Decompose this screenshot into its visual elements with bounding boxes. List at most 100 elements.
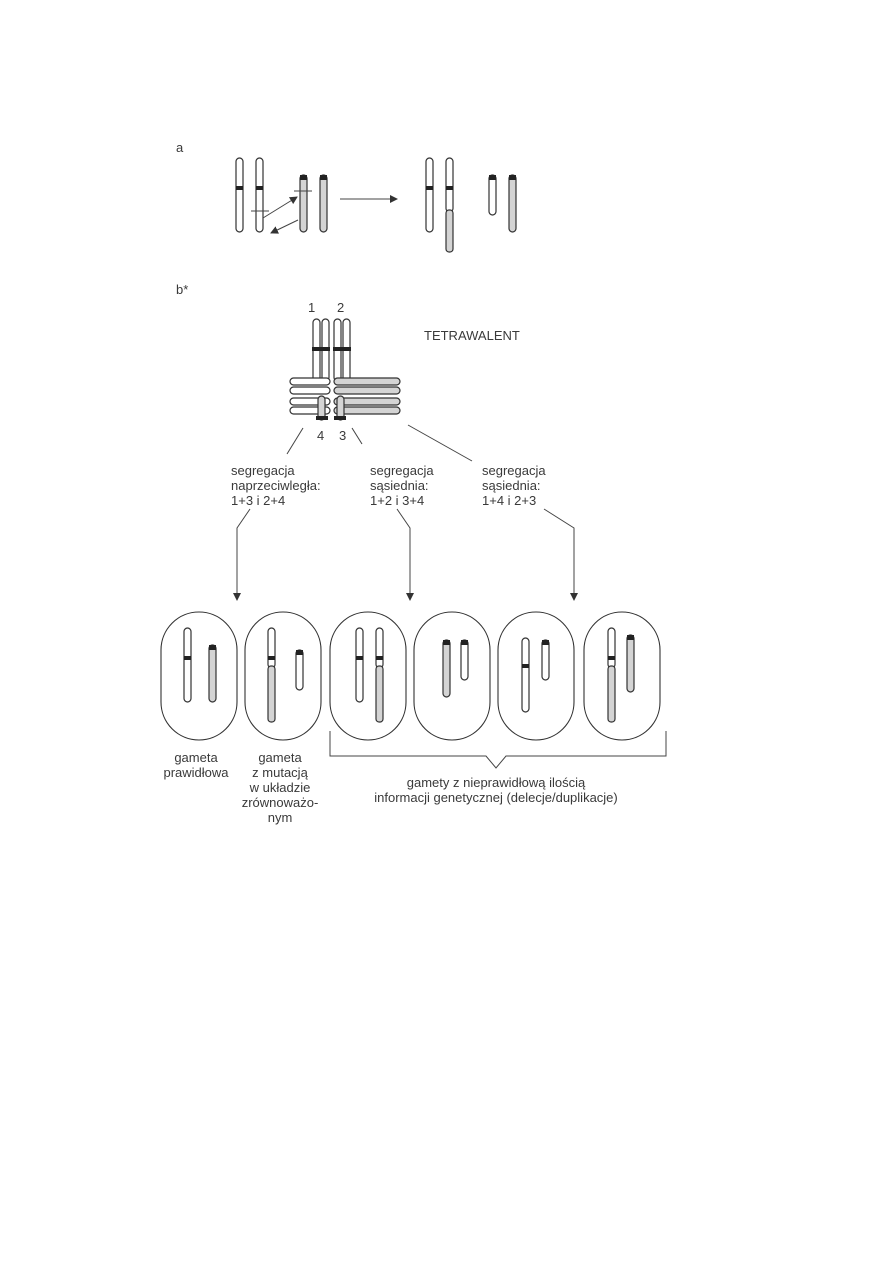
centromere [312, 347, 330, 351]
chromosome [267, 665, 276, 723]
chromosome [607, 665, 616, 723]
segregation-arrow [396, 508, 414, 601]
centromere [320, 175, 327, 180]
gamete-cell [583, 611, 661, 741]
gamete-unbalanced [329, 611, 407, 741]
chromosome [508, 174, 517, 233]
centromere [509, 175, 516, 180]
segregation-label-opposite: segregacja naprzeciwległa: 1+3 i 2+4 [231, 463, 321, 508]
centromere [608, 656, 615, 660]
tetravalent-label: TETRAWALENT [424, 328, 520, 343]
segregation-arrow [233, 508, 251, 601]
segregation-label-adjacent-2: segregacja sąsiednia: 1+4 i 2+3 [482, 463, 546, 508]
label-line: gameta [258, 750, 302, 765]
centromere [296, 650, 303, 655]
segregation-line: 1+2 i 3+4 [370, 493, 424, 508]
chromosome [445, 209, 454, 253]
label-line: nym [268, 810, 293, 825]
chromosome-arm [333, 397, 401, 406]
chromosome-arm [333, 406, 401, 415]
chromosome [488, 174, 497, 216]
centromere [542, 640, 549, 645]
centromere [426, 186, 433, 190]
gamete-normal [160, 611, 238, 741]
label-line: w układzie [249, 780, 311, 795]
centromere [356, 656, 363, 660]
chromosome [355, 627, 364, 703]
label-line: informacji genetycznej (delecje/duplikac… [374, 790, 618, 805]
chromosome [425, 157, 434, 233]
gamete-cell [160, 611, 238, 741]
chromosome-number: 3 [339, 428, 346, 443]
bracket [329, 731, 667, 769]
chromosome-number: 1 [308, 300, 315, 315]
chromosome-arm [333, 377, 401, 386]
gamete-unbalanced [413, 611, 491, 741]
centromere [333, 347, 351, 351]
segregation-arrow [543, 508, 578, 601]
chromosome-arm [289, 386, 331, 395]
centromere [627, 635, 634, 640]
gamete-cell [413, 611, 491, 741]
centromere [300, 175, 307, 180]
segregation-line: 1+4 i 2+3 [482, 493, 536, 508]
label-unbalanced-gametes: gamety z nieprawidłową ilością informacj… [374, 775, 618, 805]
label-balanced-gamete: gameta z mutacją w układzie zrównoważo- … [242, 750, 319, 825]
gamete-unbalanced [497, 611, 575, 741]
chromosome [208, 644, 217, 703]
label-line: z mutacją [252, 765, 308, 780]
segregation-line: segregacja [482, 463, 546, 478]
label-line: prawidłowa [163, 765, 229, 780]
label-line: gameta [174, 750, 218, 765]
segregation-line: segregacja [370, 463, 434, 478]
centromere [376, 656, 383, 660]
panel-a-label: a [176, 140, 184, 155]
segregation-label-adjacent-1: segregacja sąsiednia: 1+2 i 3+4 [370, 463, 434, 508]
chromosome-number: 2 [337, 300, 344, 315]
chromosome [626, 634, 635, 693]
chromosome [521, 637, 530, 713]
chromosome [183, 627, 192, 703]
centromere [446, 186, 453, 190]
label-normal-gamete: gameta prawidłowa [163, 750, 229, 780]
gamete-cell [497, 611, 575, 741]
chromosome [460, 639, 469, 681]
chromosome [442, 639, 451, 698]
centromere [256, 186, 263, 190]
connector-line [286, 427, 304, 455]
connector-line [351, 427, 363, 445]
chromosome [607, 627, 616, 669]
centromere [316, 416, 328, 420]
chromosome [295, 649, 304, 691]
centromere [184, 656, 191, 660]
chromosome-number: 4 [317, 428, 324, 443]
exchange-arrow [262, 196, 298, 219]
chromosome [319, 174, 328, 233]
centromere [489, 175, 496, 180]
chromosome [235, 157, 244, 233]
segregation-line: naprzeciwległa: [231, 478, 321, 493]
exchange-arrow [270, 219, 299, 234]
segregation-line: segregacja [231, 463, 295, 478]
gamete-balanced [244, 611, 322, 741]
chromosome [375, 627, 384, 669]
centromere [209, 645, 216, 650]
chromosome [541, 639, 550, 681]
chromosome [445, 157, 454, 213]
centromere [522, 664, 529, 668]
panel-a [235, 157, 517, 253]
segregation-line: sąsiednia: [370, 478, 429, 493]
centromere [443, 640, 450, 645]
label-line: gamety z nieprawidłową ilością [407, 775, 586, 790]
segregation-line: sąsiednia: [482, 478, 541, 493]
panel-b-label: b* [176, 282, 188, 297]
chromosome-arm [289, 377, 331, 386]
chromosome-arm [333, 386, 401, 395]
centromere [268, 656, 275, 660]
segregation-line: 1+3 i 2+4 [231, 493, 285, 508]
chromosome [299, 174, 308, 233]
gamete-cell [329, 611, 407, 741]
chromosome [267, 627, 276, 669]
label-line: zrównoważo- [242, 795, 319, 810]
